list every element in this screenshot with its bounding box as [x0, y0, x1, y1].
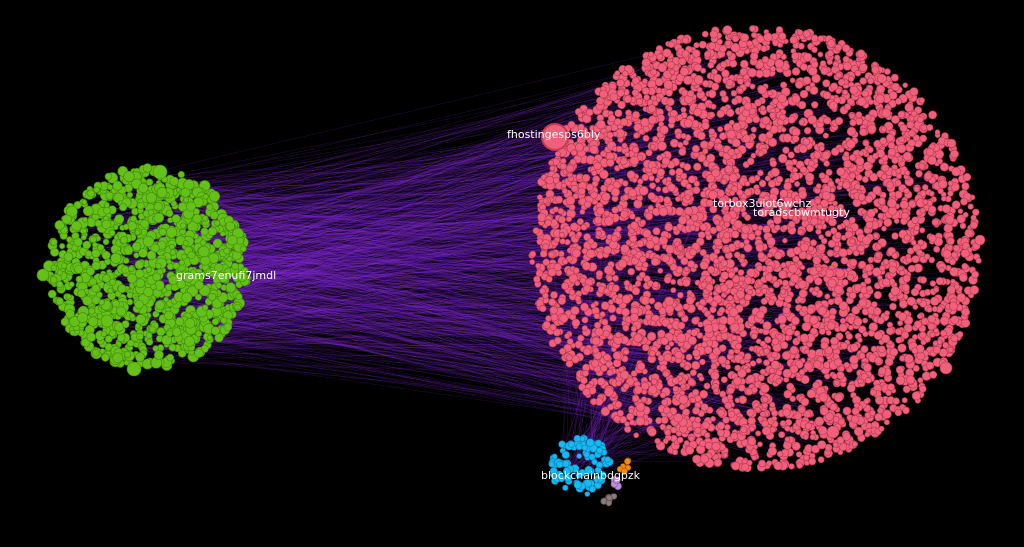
cluster-blockchain-nodes	[548, 434, 614, 497]
label-blockchain: blockchainbdgpzk	[541, 469, 641, 482]
label-fhosting: fhostingesps6bly	[507, 128, 601, 141]
cluster-grams-nodes	[36, 163, 252, 377]
small-cluster-nodes	[600, 457, 632, 507]
label-torbox: torbox3uiot6wchz	[713, 197, 812, 210]
label-toradsc: toradscbwmtugty	[753, 206, 850, 219]
hub-node-fhosting[interactable]	[541, 123, 569, 151]
label-grams: grams7enufi7jmdl	[176, 269, 276, 282]
cluster-torbox-nodes	[528, 25, 986, 473]
